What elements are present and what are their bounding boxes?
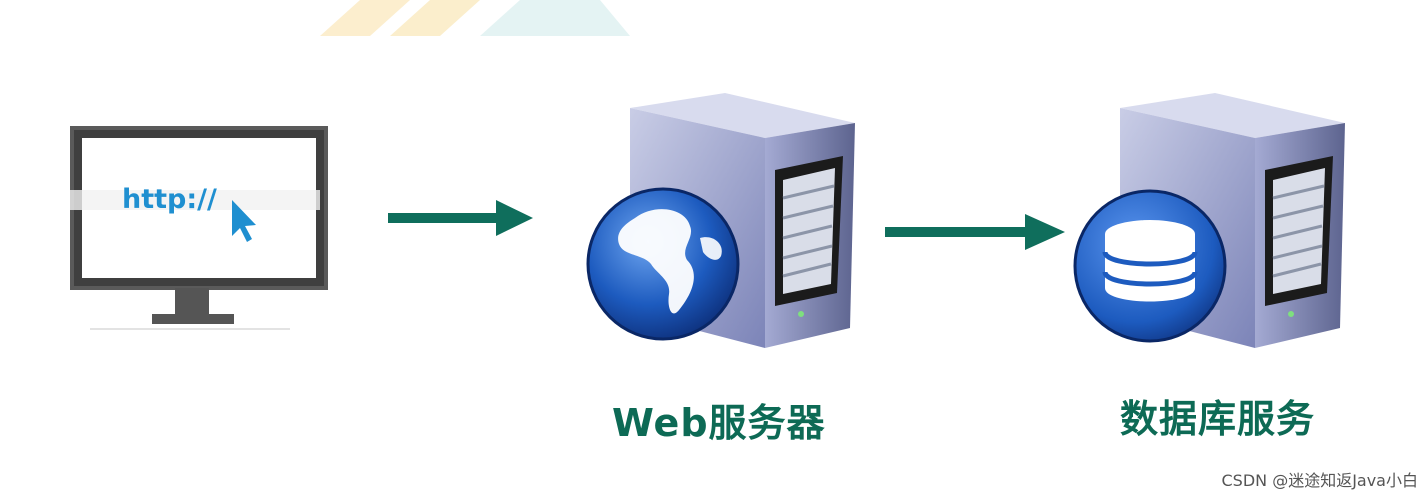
arrow-right-icon	[885, 214, 1065, 250]
client-monitor-icon	[70, 126, 328, 330]
decorative-banner	[320, 0, 630, 36]
arrow-right-icon	[388, 200, 533, 236]
url-text: http://	[122, 184, 217, 215]
database-server-icon	[1073, 93, 1345, 348]
web-server-label: Web服务器	[612, 401, 826, 445]
watermark: CSDN @迷途知返Java小白	[1221, 471, 1418, 490]
database-server-label: 数据库服务	[1120, 397, 1316, 441]
web-server-icon	[586, 93, 855, 348]
